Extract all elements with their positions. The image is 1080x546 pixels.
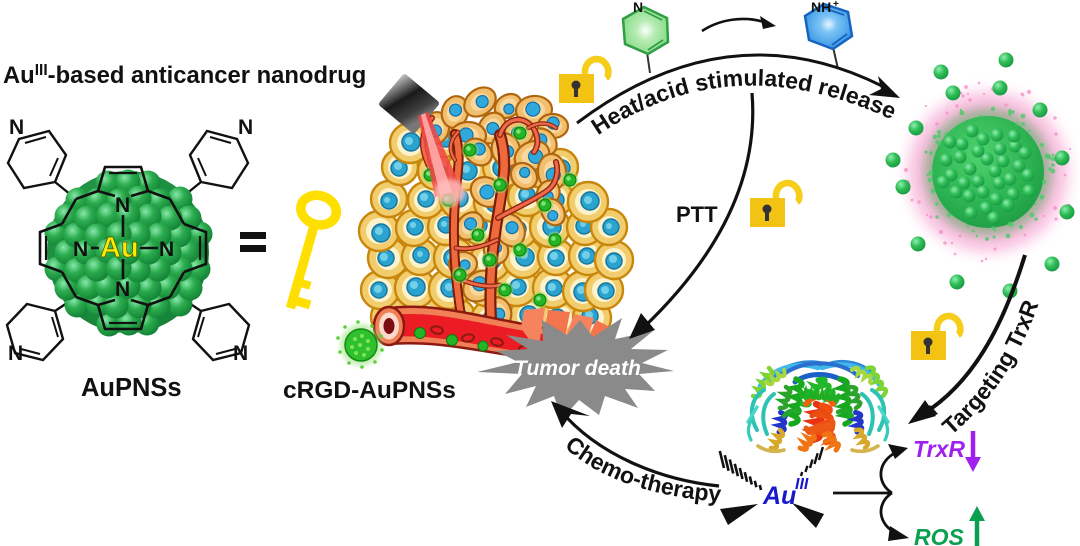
svg-text:TrxR: TrxR [913,436,965,462]
svg-text:N: N [73,238,88,261]
svg-text:N: N [8,342,23,365]
svg-text:N: N [9,116,24,139]
svg-text:N: N [233,342,248,365]
svg-text:N: N [115,278,130,301]
svg-text:N: N [633,0,643,15]
svg-text:N: N [238,116,253,139]
svg-text:N: N [159,238,174,261]
svg-text:PTT: PTT [676,202,718,227]
svg-text:Au: Au [762,482,796,510]
svg-text:+: + [833,0,839,10]
svg-text:Tumor death: Tumor death [514,357,641,380]
svg-text:AuIII-based anticancer nanodru: AuIII-based anticancer nanodrug [3,62,366,89]
svg-text:N: N [115,194,130,217]
svg-text:Chemo-therapy: Chemo-therapy [561,431,723,507]
svg-text:cRGD-AuPNSs: cRGD-AuPNSs [283,377,456,404]
svg-text:ROS: ROS [914,524,965,546]
svg-text:III: III [795,476,809,493]
svg-text:AuPNSs: AuPNSs [81,374,182,402]
svg-text:Au: Au [100,232,139,264]
svg-text:NH: NH [811,0,831,15]
svg-text:Heat/acid stimulated release: Heat/acid stimulated release [586,65,900,140]
